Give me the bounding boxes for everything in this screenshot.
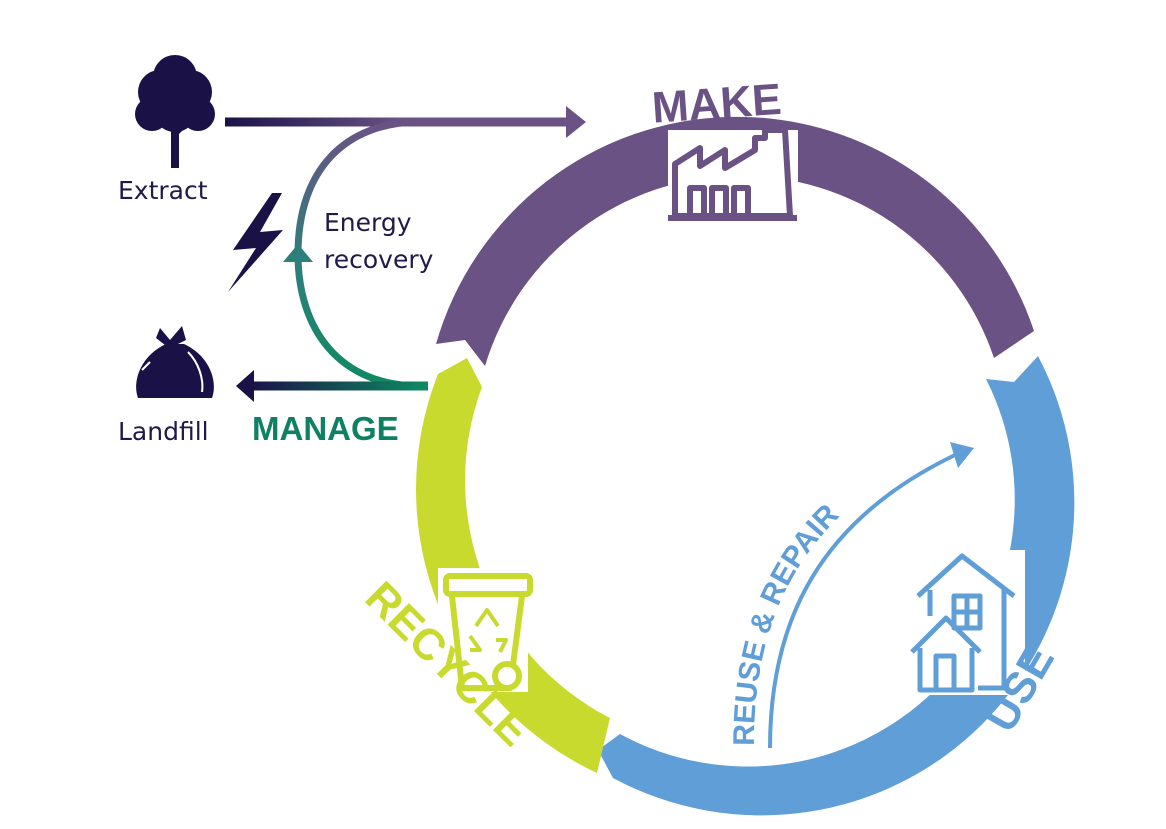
- energy-recovery-label-line2: recovery: [324, 245, 434, 274]
- energy-recovery-arrowhead: [283, 244, 313, 262]
- make-arc-segment: [436, 116, 1034, 366]
- recycle-arc-segment: [416, 358, 610, 773]
- use-arc-segment: [598, 356, 1075, 816]
- tree-icon: [135, 55, 215, 168]
- houses-icon: [905, 550, 1025, 695]
- landfill-label: Landfill: [118, 417, 209, 446]
- energy-recovery-loop: [283, 118, 421, 390]
- cycle-ring: [416, 116, 1075, 816]
- recycling-bin-icon: [438, 568, 533, 692]
- lightning-bolt-icon: [228, 193, 283, 292]
- energy-recovery-label-line1: Energy: [324, 208, 412, 237]
- make-label: MAKE: [650, 75, 783, 133]
- manage-label: MANAGE: [252, 410, 399, 447]
- manage-arrow: [236, 370, 428, 402]
- reuse-repair-arrow: [768, 442, 974, 749]
- factory-icon: [668, 127, 798, 226]
- extract-label: Extract: [118, 176, 208, 205]
- reuse-repair-label-path: REUSE & REPAIR: [728, 498, 845, 746]
- garbage-bag-icon: [136, 326, 214, 398]
- reuse-repair-label: REUSE & REPAIR: [728, 498, 845, 746]
